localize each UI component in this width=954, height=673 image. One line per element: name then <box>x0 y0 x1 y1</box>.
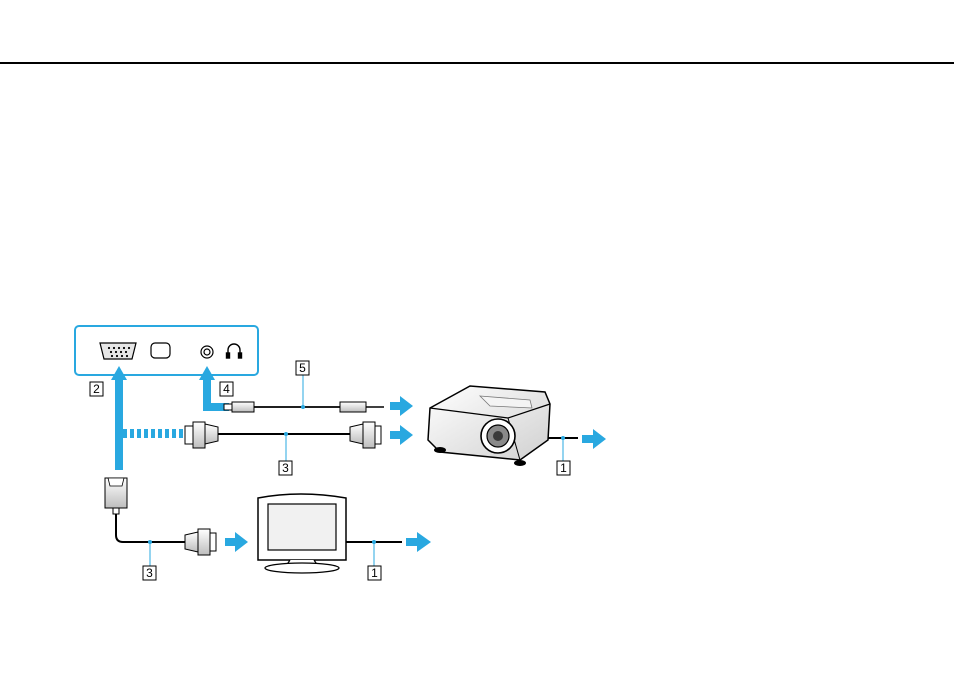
vga-port-icon <box>100 343 136 359</box>
monitor-cable-arrow <box>225 532 248 552</box>
callout-label: 2 <box>93 382 100 396</box>
callout-vga-port: 2 <box>90 382 103 396</box>
callout-audio-cable: 5 <box>296 361 309 375</box>
audio-cable <box>224 375 384 412</box>
callout-label: 1 <box>371 566 378 580</box>
projector-link-dotted <box>123 429 183 438</box>
callout-label: 4 <box>223 382 230 396</box>
display-cable-monitor <box>105 478 216 566</box>
vga-connection-arrow <box>111 366 127 470</box>
callout-label: 1 <box>560 461 567 475</box>
callout-headphone-port: 4 <box>220 382 233 396</box>
monitor-power-arrow <box>406 532 431 552</box>
display-cable-projector <box>185 422 381 461</box>
projector-icon <box>428 386 578 466</box>
audio-arrow <box>390 396 413 416</box>
callout-label: 5 <box>299 361 306 375</box>
projector-cable-arrow <box>390 425 413 445</box>
monitor-icon <box>258 494 402 573</box>
computer-port-panel <box>75 326 258 375</box>
callout-monitor-power: 1 <box>368 566 381 580</box>
callout-display-cable-monitor: 3 <box>143 566 156 580</box>
projector-power-arrow <box>582 429 606 449</box>
callout-display-cable-projector: 3 <box>279 461 292 475</box>
callout-label: 3 <box>146 566 153 580</box>
callout-label: 3 <box>282 461 289 475</box>
headphone-jack-icon <box>201 346 213 358</box>
port-icon <box>151 343 170 358</box>
callout-projector-power: 1 <box>557 461 570 475</box>
